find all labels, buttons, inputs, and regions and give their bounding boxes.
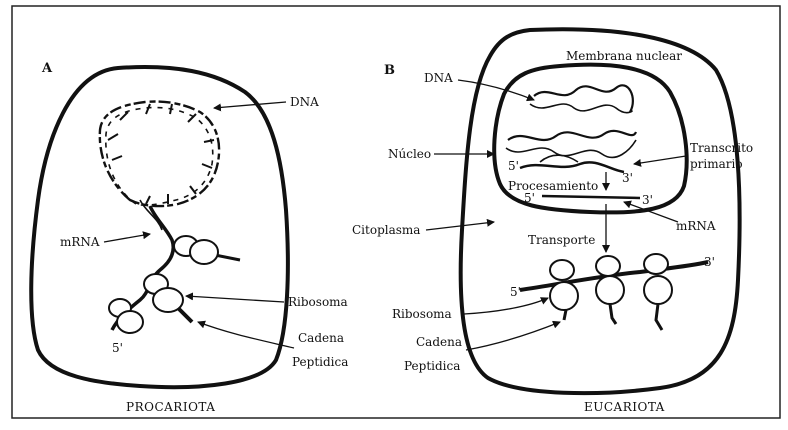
ribosome-large-1 <box>190 240 218 264</box>
label-b-membrana: Membrana nuclear <box>566 49 682 63</box>
prokaryote-cell <box>31 67 288 387</box>
label-b-transporte: Transporte <box>528 233 595 247</box>
transcript-loop <box>540 155 578 162</box>
eukaryote-dna-strand-2 <box>530 104 632 113</box>
arrow-a-cadena <box>198 322 294 348</box>
arrow-a-ribosoma <box>186 296 284 302</box>
prokaryote-dna-twists <box>108 104 214 204</box>
caption-procariota: PROCARIOTA <box>126 400 215 414</box>
prokaryote-mrna-start <box>140 200 162 230</box>
arrow-b-citoplasma <box>426 222 494 230</box>
label-b-cadena: Cadena <box>416 335 462 349</box>
label-b-dna: DNA <box>424 71 453 85</box>
prokaryote-dna-strand-1 <box>100 101 219 206</box>
primary-transcript <box>520 162 624 172</box>
label-b-procesamiento: Procesamiento <box>508 179 598 193</box>
euk-ribosome-large-2 <box>596 276 624 304</box>
label-b-five-prime-a: 5' <box>508 159 519 173</box>
arrow-b-transcrito <box>634 156 686 164</box>
prokaryote-peptide-chain <box>178 308 192 322</box>
euk-ribosome-large-3 <box>644 276 672 304</box>
label-b-primario: primario <box>690 157 743 171</box>
prokaryote-ribosomes <box>109 236 218 333</box>
eukaryote-peptide-chains <box>564 304 662 330</box>
label-a-mrna: mRNA <box>60 235 100 249</box>
label-a-cadena: Cadena <box>298 331 344 345</box>
panel-b-letter: B <box>384 63 395 78</box>
label-a-dna: DNA <box>290 95 319 109</box>
euk-ribosome-small-3 <box>644 254 668 274</box>
arrow-b-dna <box>458 80 534 100</box>
label-b-citoplasma: Citoplasma <box>352 223 420 237</box>
eukaryote-dna-strand-3 <box>508 131 636 140</box>
arrow-a-mrna <box>104 234 150 242</box>
euk-ribosome-small-1 <box>550 260 574 280</box>
eukaryote-dna-strand-1 <box>534 85 633 112</box>
label-b-mrna: mRNA <box>676 219 716 233</box>
ribosome-large-3 <box>117 311 143 333</box>
arrow-b-cadena <box>466 322 560 350</box>
euk-ribosome-large-1 <box>550 282 578 310</box>
euk-ribosome-small-2 <box>596 256 620 276</box>
label-a-ribosoma: Ribosoma <box>288 295 348 309</box>
label-b-three-prime-b: 3' <box>642 193 653 207</box>
eukaryote-dna-strand-4 <box>506 140 636 157</box>
label-b-ribosoma: Ribosoma <box>392 307 452 321</box>
label-b-five-prime-b: 5' <box>524 191 535 205</box>
eukaryote-ribosomes <box>550 254 672 310</box>
arrow-a-dna <box>214 102 286 108</box>
label-b-five-prime-c: 5' <box>510 285 521 299</box>
panel-a-letter: A <box>41 61 53 76</box>
panel-a-prokaryote: A DNA mRNA Ribos <box>31 61 348 414</box>
label-b-transcrito: Transcrito <box>690 141 753 155</box>
label-b-peptidica: Peptidica <box>404 359 460 373</box>
processed-mrna <box>542 196 640 198</box>
panel-b-eukaryote: B Mem <box>352 29 753 414</box>
label-b-nucleo: Núcleo <box>388 147 431 161</box>
label-b-three-prime-a: 3' <box>622 171 633 185</box>
caption-eucariota: EUCARIOTA <box>584 400 665 414</box>
arrow-b-ribosoma <box>464 298 548 314</box>
label-a-peptidica: Peptidica <box>292 355 348 369</box>
label-b-three-prime-c: 3' <box>704 255 715 269</box>
label-a-five-prime: 5' <box>112 341 123 355</box>
